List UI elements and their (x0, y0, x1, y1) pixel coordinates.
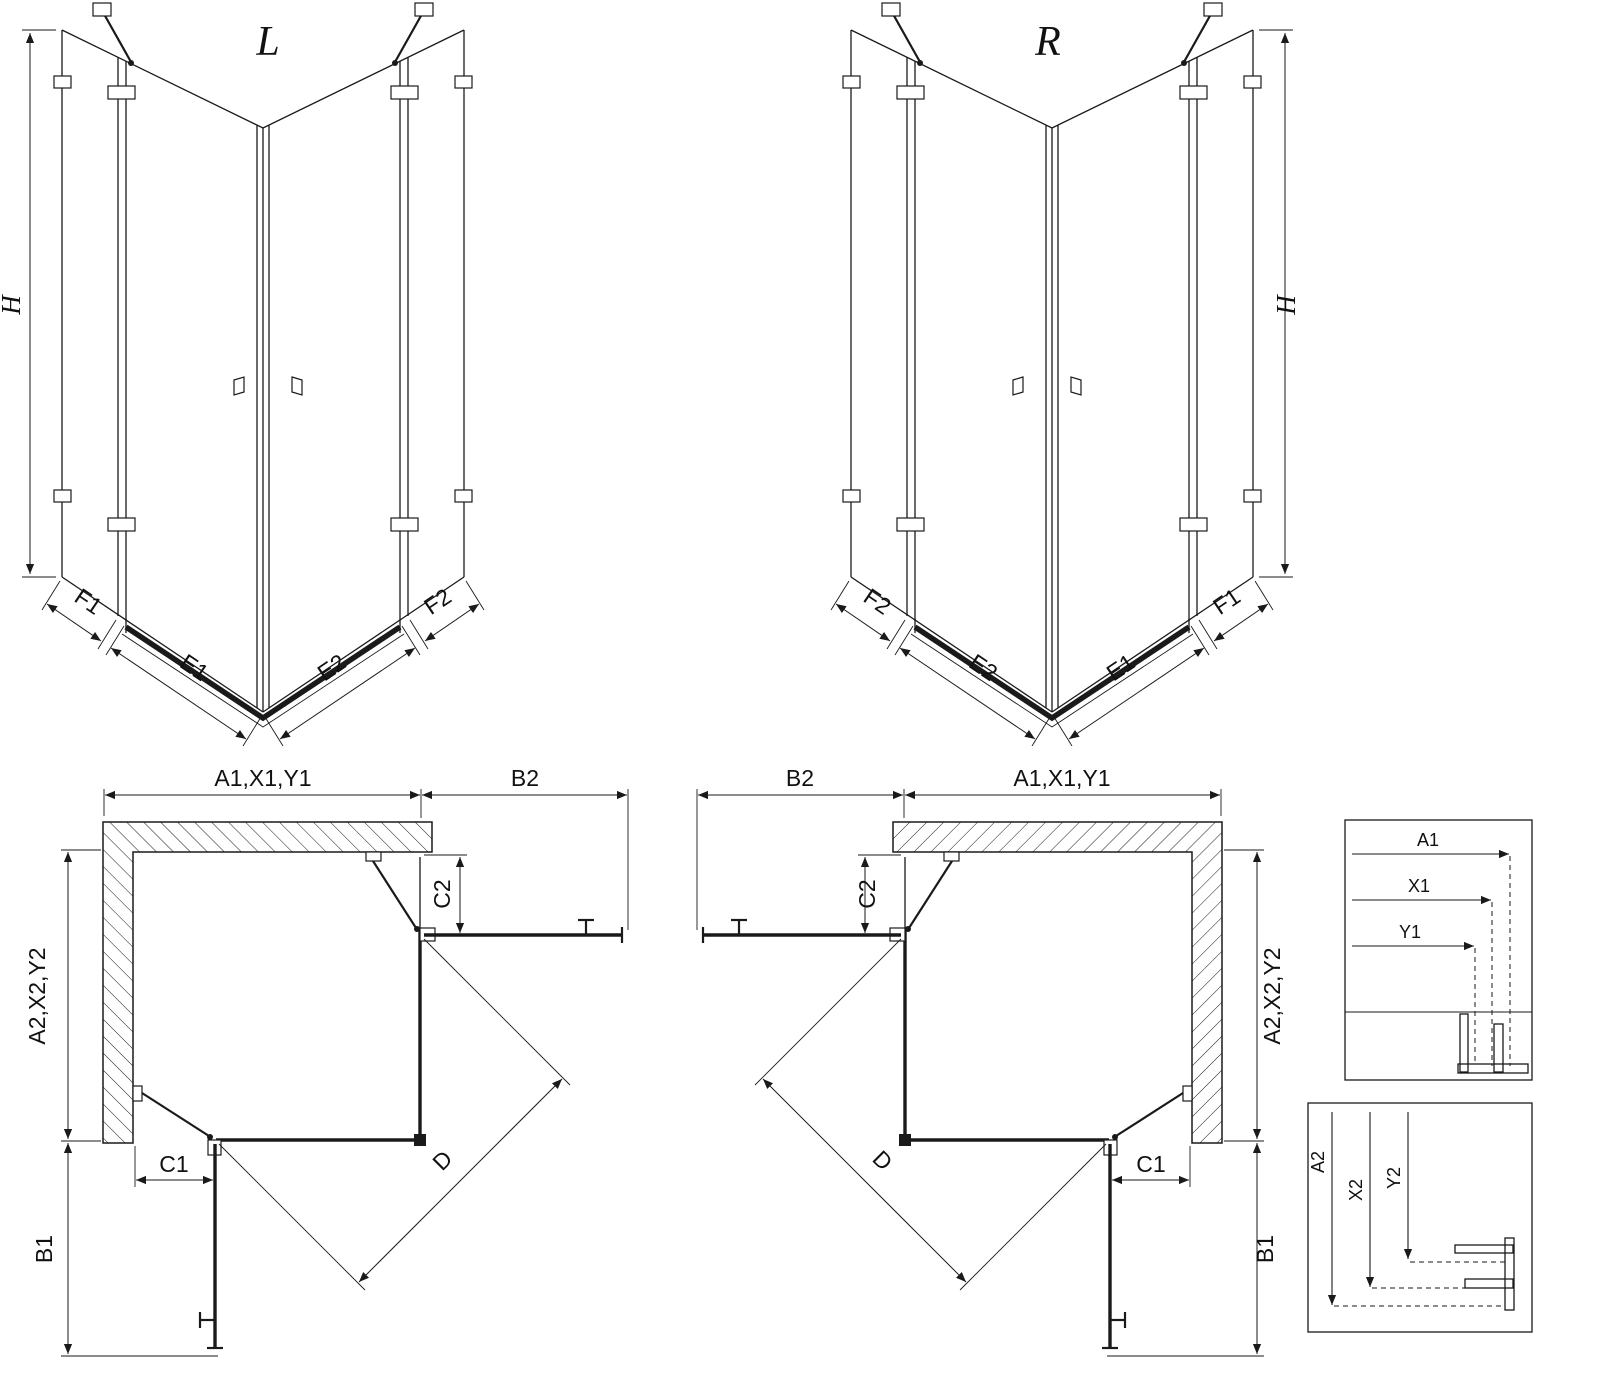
label-f1-left: F1 (70, 583, 107, 620)
detail-box-top: A1 X1 Y1 (1344, 819, 1533, 1081)
label-height-right: H (1271, 294, 1301, 316)
label-f2-left: F2 (419, 583, 456, 620)
detail-bottom-frame (1307, 1102, 1533, 1333)
label-a2x2y2-left: A2,X2,Y2 (24, 947, 50, 1044)
right-plan-view: A1,X1,Y1 B2 C2 A2,X2,Y2 B1 C1 D (697, 765, 1285, 1356)
glass-section (1464, 1278, 1514, 1289)
label-c2-left: C2 (429, 879, 455, 908)
label-a2-detail: A2 (1308, 1151, 1328, 1173)
base-profile-section (1504, 1237, 1515, 1311)
left-3d-view: L H F1 E1 E2 F2 (0, 3, 484, 746)
label-a1x1y1-left: A1,X1,Y1 (214, 765, 311, 791)
label-f1-right: F1 (1208, 583, 1245, 620)
label-a1x1y1-right: A1,X1,Y1 (1013, 765, 1110, 791)
right-3d-view: R H F2 E2 E1 F1 (831, 3, 1301, 746)
label-d-right: D (868, 1145, 898, 1175)
left-3d-geometry (22, 3, 484, 746)
label-f2-right: F2 (859, 583, 896, 620)
label-y2-detail: Y2 (1384, 1167, 1404, 1189)
base-profile-section (1457, 1063, 1529, 1074)
glass-section (1493, 1023, 1504, 1073)
label-b2-left: B2 (511, 765, 539, 791)
label-a1-detail: A1 (1417, 830, 1439, 850)
label-variant-right: R (1034, 19, 1061, 65)
label-height-left: H (0, 294, 26, 316)
label-d-left: D (427, 1145, 457, 1175)
label-a2x2y2-right: A2,X2,Y2 (1259, 947, 1285, 1044)
wall-profile-section (1454, 1244, 1514, 1254)
label-x1-detail: X1 (1408, 876, 1430, 896)
label-b2-right: B2 (786, 765, 814, 791)
right-3d-geometry (831, 3, 1293, 746)
right-plan-geometry (697, 789, 1264, 1356)
label-x2-detail: X2 (1346, 1179, 1366, 1201)
wall-profile-section (1459, 1013, 1469, 1073)
detail-top-frame (1344, 819, 1533, 1081)
label-y1-detail: Y1 (1399, 922, 1421, 942)
label-variant-left: L (255, 19, 279, 65)
label-b1-left: B1 (31, 1235, 57, 1263)
left-plan-view: A1,X1,Y1 B2 C2 A2,X2,Y2 B1 C1 D (24, 765, 628, 1356)
label-b1-right: B1 (1252, 1235, 1278, 1263)
label-c1-left: C1 (159, 1151, 188, 1177)
detail-box-bottom: A2 X2 Y2 (1307, 1102, 1533, 1333)
label-c2-right: C2 (854, 879, 880, 908)
left-plan-geometry (61, 789, 628, 1356)
label-c1-right: C1 (1136, 1151, 1165, 1177)
